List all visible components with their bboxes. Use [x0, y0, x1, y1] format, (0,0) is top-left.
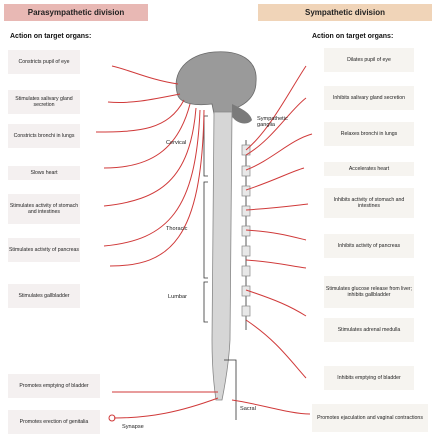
para-action-heart: Slows heart: [8, 166, 80, 180]
symp-action-bronchi: Relaxes bronchi in lungs: [324, 122, 414, 146]
symp-action-adrenal: Stimulates adrenal medulla: [324, 318, 414, 342]
parasympathetic-nerves: [95, 65, 219, 419]
lumbar-bracket: [203, 281, 208, 323]
thoracic-label: Thoracic: [166, 226, 188, 232]
para-action-pancreas: Stimulates activity of pancreas: [8, 238, 80, 262]
brain: [175, 51, 257, 122]
left-subheader: Action on target organs:: [10, 33, 92, 40]
symp-action-stomach: Inhibits activity of stomach and intesti…: [324, 188, 414, 218]
synapse-icon: [108, 414, 116, 422]
lumbar-label: Lumbar: [168, 294, 187, 300]
symp-action-salivary: Inhibits salivary gland secretion: [324, 86, 414, 110]
cerebellum: [232, 104, 252, 124]
sacral-bracket: [224, 359, 237, 420]
symp-action-liver: Stimulates glucose release from liver; i…: [324, 276, 414, 308]
para-action-gallbladder: Stimulates gallbladder: [8, 284, 80, 308]
symp-action-pupil: Dilates pupil of eye: [324, 48, 414, 72]
para-action-salivary: Stimulates salivary gland secretion: [8, 90, 80, 114]
sympathetic-nerves: [231, 65, 313, 415]
symp-action-bladder: Inhibits emptying of bladder: [324, 366, 414, 390]
right-subheader: Action on target organs:: [312, 33, 394, 40]
para-action-genitalia: Promotes erection of genitalia: [8, 410, 100, 434]
symp-action-ejaculation: Promotes ejaculation and vaginal contrac…: [312, 404, 428, 432]
symp-action-heart: Accelerates heart: [324, 162, 414, 176]
synapse-label: Synapse: [122, 424, 144, 430]
parasympathetic-header: Parasympathetic division: [4, 4, 148, 21]
cervical-bracket: [203, 115, 208, 177]
spinal-cord: [211, 111, 233, 401]
para-action-stomach: Stimulates activity of stomach and intes…: [8, 194, 80, 224]
sympathetic-ganglia-label: Sympathetic ganglia: [257, 116, 288, 129]
sympathetic-header: Sympathetic division: [258, 4, 432, 21]
para-action-bladder: Promotes emptying of bladder: [8, 374, 100, 398]
thoracic-bracket: [203, 181, 208, 279]
cervical-label: Cervical: [166, 140, 187, 146]
para-action-pupil: Constricts pupil of eye: [8, 50, 80, 74]
para-action-bronchi: Constricts bronchi in lungs: [8, 124, 80, 148]
symp-action-pancreas: Inhibits activity of pancreas: [324, 234, 414, 258]
sacral-label: Sacral: [240, 406, 256, 412]
